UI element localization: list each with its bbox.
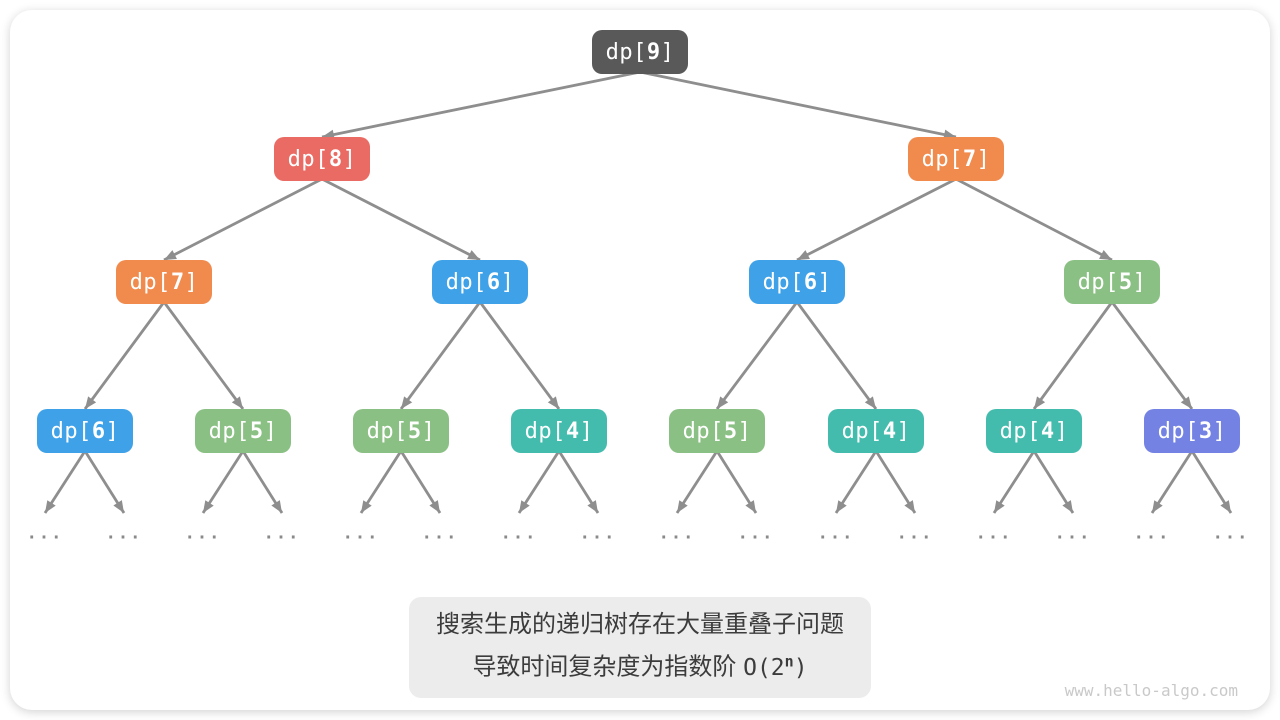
node-label: dp[4] xyxy=(999,418,1069,444)
tree-node-dp[8]: dp[8] xyxy=(274,137,370,181)
node-label: dp[5] xyxy=(366,418,436,444)
ellipsis: ... xyxy=(105,523,143,544)
tree-node-dp[4]: dp[4] xyxy=(986,409,1082,453)
complexity-notation: O(2n) xyxy=(743,652,808,681)
node-label: dp[9] xyxy=(605,39,675,65)
tree-node-dp[3]: dp[3] xyxy=(1144,409,1240,453)
node-label: dp[6] xyxy=(762,269,832,295)
caption-line-1: 搜索生成的递归树存在大量重叠子问题 xyxy=(436,611,844,638)
ellipsis: ... xyxy=(421,523,459,544)
tree-node-dp[6]: dp[6] xyxy=(432,260,528,304)
ellipsis: ... xyxy=(658,523,696,544)
node-label: dp[8] xyxy=(287,146,357,172)
complexity-exponent: n xyxy=(784,652,794,670)
node-label: dp[3] xyxy=(1157,418,1227,444)
watermark: www.hello-algo.com xyxy=(1064,681,1238,700)
tree-node-dp[5]: dp[5] xyxy=(1064,260,1160,304)
ellipsis: ... xyxy=(975,523,1013,544)
node-label: dp[4] xyxy=(524,418,594,444)
tree-node-dp[4]: dp[4] xyxy=(828,409,924,453)
caption-box: 搜索生成的递归树存在大量重叠子问题 导致时间复杂度为指数阶 O(2n) xyxy=(409,597,871,698)
ellipsis: ... xyxy=(342,523,380,544)
node-label: dp[5] xyxy=(682,418,752,444)
tree-node-dp[5]: dp[5] xyxy=(195,409,291,453)
ellipsis: ... xyxy=(500,523,538,544)
ellipsis: ... xyxy=(184,523,222,544)
node-label: dp[6] xyxy=(445,269,515,295)
tree-node-dp[7]: dp[7] xyxy=(116,260,212,304)
node-label: dp[6] xyxy=(50,418,120,444)
tree-node-dp[9]: dp[9] xyxy=(592,30,688,74)
ellipsis: ... xyxy=(579,523,617,544)
ellipsis: ... xyxy=(896,523,934,544)
tree-node-dp[4]: dp[4] xyxy=(511,409,607,453)
ellipsis: ... xyxy=(26,523,64,544)
ellipsis: ... xyxy=(737,523,775,544)
caption-line-2-text: 导致时间复杂度为指数阶 xyxy=(472,653,744,681)
complexity-prefix: O(2 xyxy=(743,654,785,681)
tree-node-dp[6]: dp[6] xyxy=(749,260,845,304)
tree-node-dp[5]: dp[5] xyxy=(669,409,765,453)
ellipsis: ... xyxy=(1054,523,1092,544)
node-label: dp[7] xyxy=(921,146,991,172)
tree-node-dp[5]: dp[5] xyxy=(353,409,449,453)
tree-node-dp[7]: dp[7] xyxy=(908,137,1004,181)
ellipsis: ... xyxy=(263,523,301,544)
ellipsis: ... xyxy=(1212,523,1250,544)
ellipsis: ... xyxy=(817,523,855,544)
node-label: dp[7] xyxy=(129,269,199,295)
caption-line-2: 导致时间复杂度为指数阶 O(2n) xyxy=(409,643,871,686)
complexity-suffix: ) xyxy=(793,654,808,681)
ellipsis: ... xyxy=(1133,523,1171,544)
tree-node-dp[6]: dp[6] xyxy=(37,409,133,453)
node-label: dp[5] xyxy=(1077,269,1147,295)
node-label: dp[5] xyxy=(208,418,278,444)
node-label: dp[4] xyxy=(841,418,911,444)
